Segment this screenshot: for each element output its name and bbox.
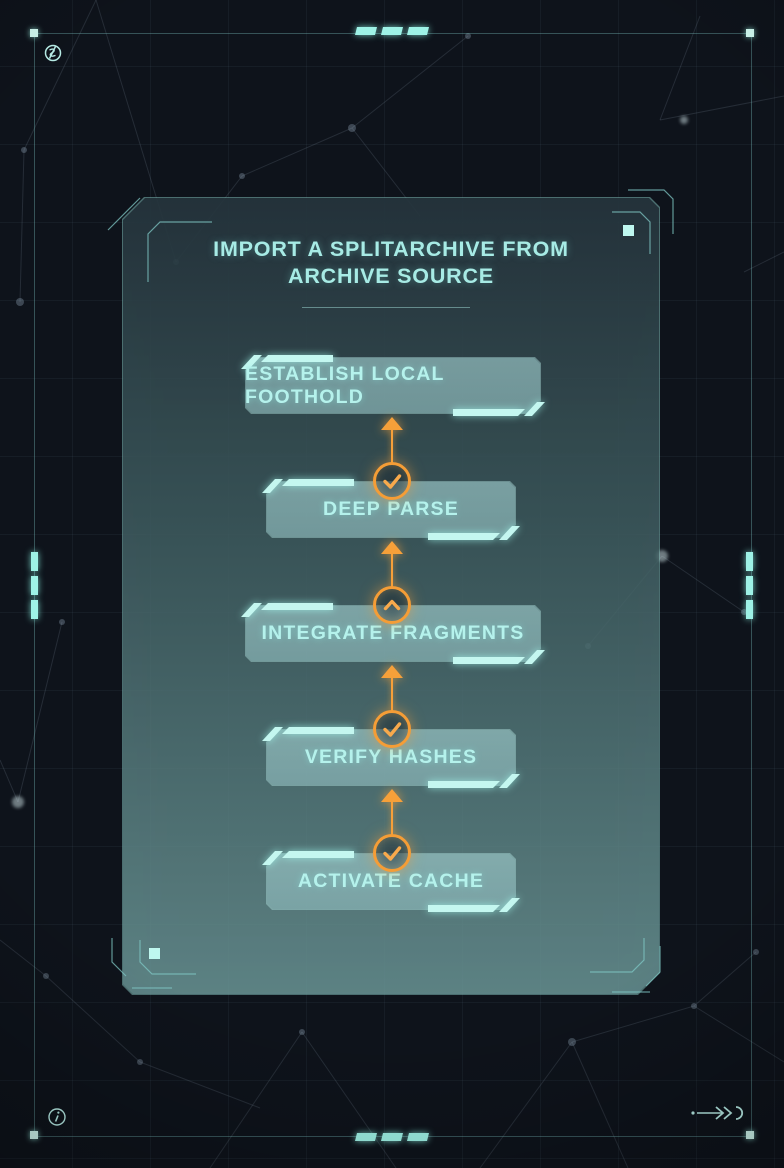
step-corner-accent	[428, 774, 520, 788]
step-corner-accent	[262, 851, 354, 865]
step-corner-accent	[453, 650, 545, 664]
check-circle-icon	[373, 462, 411, 500]
arrow-chain-icon[interactable]	[690, 1103, 750, 1123]
step-label: VERIFY HASHES	[304, 746, 478, 768]
step-corner-accent	[262, 727, 354, 741]
frame-corner-square	[30, 1131, 38, 1139]
arrow-up-icon	[381, 541, 403, 554]
info-icon[interactable]	[45, 1105, 69, 1129]
step-label: ESTABLISH LOCAL FOOTHOLD	[245, 362, 445, 408]
step-deep-parse[interactable]: DEEP PARSE	[262, 479, 520, 540]
step-label: INTEGRATE FRAGMENTS	[261, 622, 525, 644]
arrow-line	[391, 678, 393, 711]
orb-icon	[44, 44, 62, 62]
panel-title: IMPORT A SPLITARCHIVE FROM ARCHIVE SOURC…	[122, 236, 660, 290]
arrow-line	[391, 554, 393, 587]
arrow-up-icon	[381, 789, 403, 802]
check-circle-icon	[373, 710, 411, 748]
frame-corner-square	[746, 29, 754, 37]
arrow-line	[391, 430, 393, 463]
step-corner-accent	[453, 402, 545, 416]
frame-corner-square	[30, 29, 38, 37]
step-label: ACTIVATE CACHE	[297, 870, 485, 892]
step-corner-accent	[262, 479, 354, 493]
step-box	[245, 357, 541, 414]
step-corner-accent	[241, 603, 333, 617]
step-label: DEEP PARSE	[323, 498, 459, 520]
step-corner-accent	[241, 355, 333, 369]
panel-title-line1: IMPORT A SPLITARCHIVE FROM	[213, 237, 569, 261]
panel-inner-square	[149, 948, 160, 959]
check-circle-icon	[373, 834, 411, 872]
arrow-up-icon	[381, 417, 403, 430]
step-corner-accent	[428, 898, 520, 912]
panel-inner-square	[623, 225, 634, 236]
step-verify-hashes[interactable]: VERIFY HASHES	[262, 727, 520, 788]
panel-title-line2: ARCHIVE SOURCE	[288, 264, 494, 288]
frame-corner-square	[746, 1131, 754, 1139]
chevron-up-circle-icon	[373, 586, 411, 624]
step-corner-accent	[428, 526, 520, 540]
step-establish-local-foothold[interactable]: ESTABLISH LOCAL FOOTHOLD	[241, 355, 545, 416]
arrow-line	[391, 802, 393, 835]
arrow-up-icon	[381, 665, 403, 678]
title-divider	[302, 307, 470, 308]
